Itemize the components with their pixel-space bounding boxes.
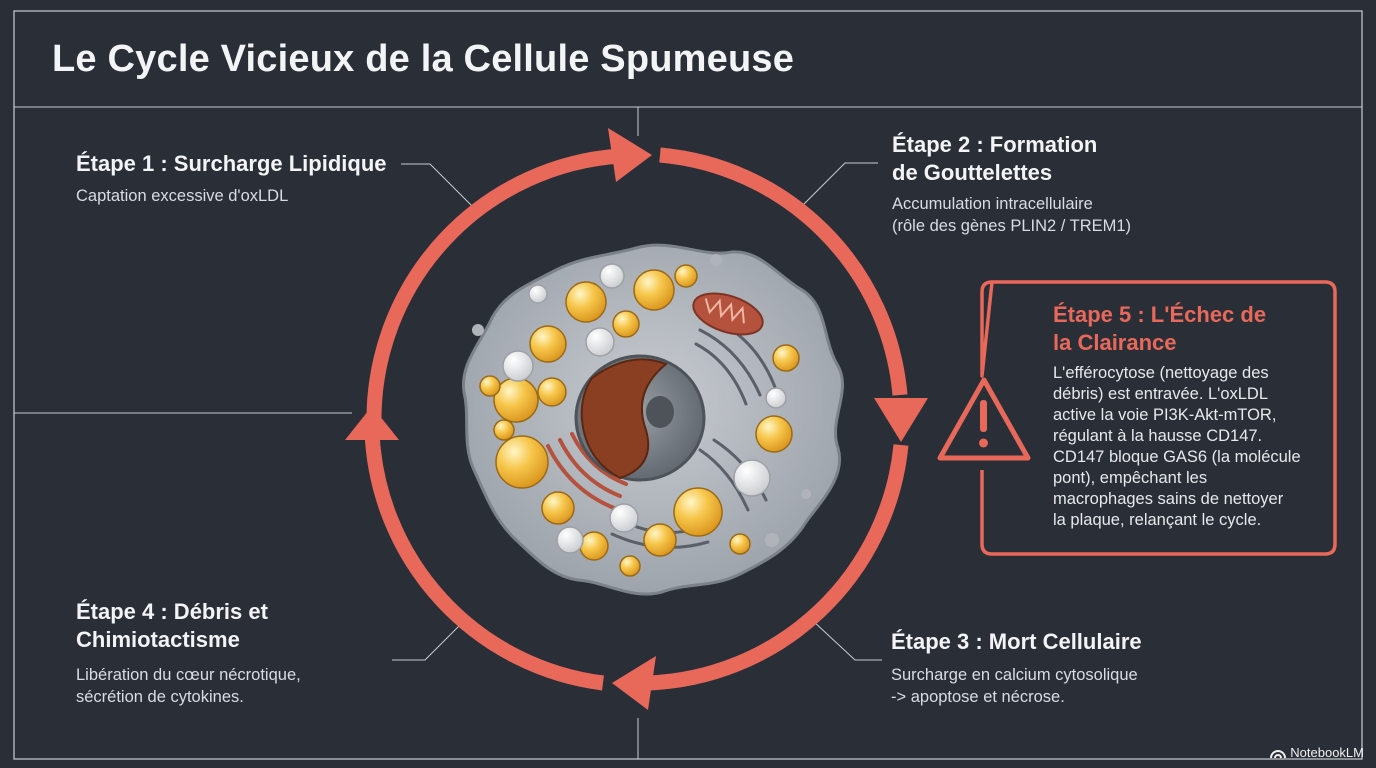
step5-description-line: la plaque, relançant le cycle. bbox=[1053, 511, 1262, 529]
step3-title: Étape 3 : Mort Cellulaire bbox=[891, 629, 1142, 654]
step5-description-line: pont), empêchant les bbox=[1053, 469, 1208, 487]
cycle-arrow-icon bbox=[364, 147, 909, 691]
step5-title-line2: la Clairance bbox=[1053, 330, 1177, 355]
step5-description-line: régulant à la hausse CD147. bbox=[1053, 427, 1263, 445]
step3-description-line2: -> apoptose et nécrose. bbox=[891, 688, 1065, 706]
outer-frame bbox=[13, 10, 1363, 760]
step4-description-line2: sécrétion de cytokines. bbox=[76, 688, 244, 706]
step2-title-line2: de Gouttelettes bbox=[892, 160, 1053, 185]
step5-box bbox=[980, 280, 1337, 556]
leader-line-step2 bbox=[799, 162, 878, 209]
step4-description-line1: Libération du cœur nécrotique, bbox=[76, 666, 301, 684]
foam-cell-illustration bbox=[461, 243, 844, 596]
brand-label: NotebookLM bbox=[1290, 745, 1364, 760]
step4-title-line2: Chimiotactisme bbox=[76, 627, 240, 652]
step5-title: Étape 5 : L'Échec de la Clairance bbox=[1053, 301, 1266, 357]
step1-description: Captation excessive d'oxLDL bbox=[76, 187, 289, 205]
step5-description-line: macrophages sains de nettoyer bbox=[1053, 490, 1284, 508]
step5-description: L'efférocytose (nettoyage des débris) es… bbox=[1053, 363, 1328, 531]
arrow-heads bbox=[345, 128, 928, 710]
step1-title: Étape 1 : Surcharge Lipidique bbox=[76, 151, 387, 176]
step2-description-line2: (rôle des gènes PLIN2 / TREM1) bbox=[892, 217, 1132, 235]
page-title: Le Cycle Vicieux de la Cellule Spumeuse bbox=[52, 38, 795, 80]
notebooklm-watermark: NotebookLM bbox=[1270, 745, 1364, 760]
warning-icon bbox=[937, 377, 1031, 461]
step5-title-line1: Étape 5 : L'Échec de bbox=[1053, 302, 1267, 327]
step5-description-line: L'efférocytose (nettoyage des bbox=[1053, 364, 1269, 382]
leader-line-step1 bbox=[401, 163, 473, 207]
leader-line-step3 bbox=[811, 619, 882, 661]
step5-description-line: CD147 bloque GAS6 (la molécule bbox=[1053, 448, 1301, 466]
step2-description-line1: Accumulation intracellulaire bbox=[892, 195, 1093, 213]
step3-description-line1: Surcharge en calcium cytosolique bbox=[891, 666, 1138, 684]
notebooklm-logo-icon bbox=[1270, 749, 1287, 758]
step4-title-line1: Étape 4 : Débris et bbox=[76, 599, 268, 624]
step2-title-line1: Étape 2 : Formation bbox=[892, 132, 1098, 157]
step5-description-line: active la voie PI3K-Akt-mTOR, bbox=[1053, 406, 1277, 424]
leader-line-step4 bbox=[392, 619, 466, 661]
step5-description-line: débris) est entravée. L'oxLDL bbox=[1053, 385, 1269, 403]
